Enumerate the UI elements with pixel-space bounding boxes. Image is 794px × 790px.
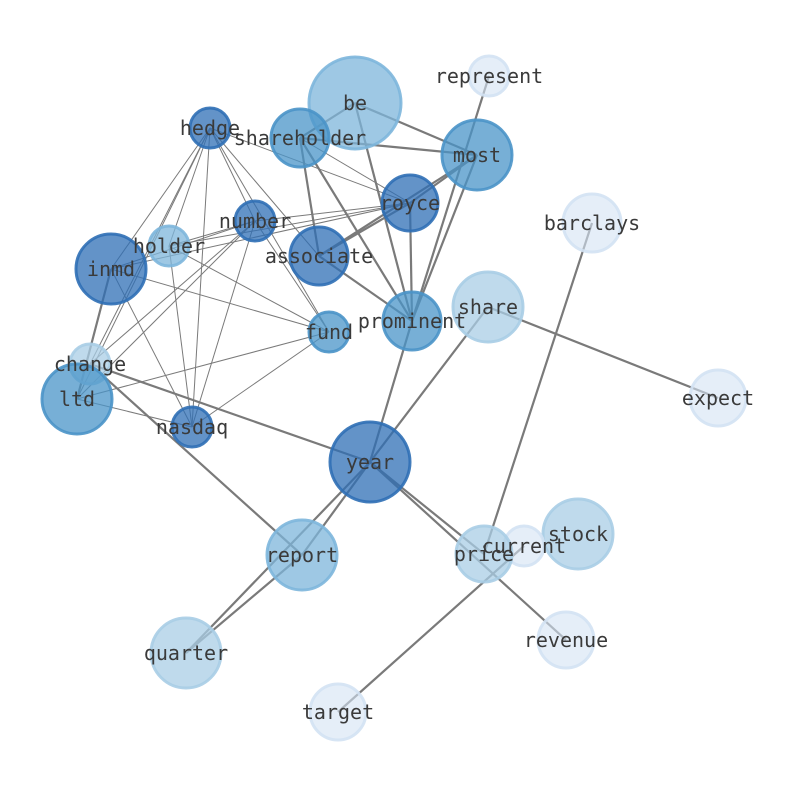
node-label-barclays: barclays [544,211,640,235]
node-label-current: current [482,534,566,558]
edge-layer [75,75,719,713]
node-royce [380,173,440,233]
edge-change-report [89,363,303,556]
node-year [328,420,412,504]
node-label-shareholder: shareholder [234,126,366,150]
node-label-fund: fund [305,320,353,344]
edge-number-fund [254,220,330,333]
edge-barclays-price [482,222,594,555]
node-revenue [536,610,596,670]
node-label-number: number [219,209,291,233]
node-label-ltd: ltd [59,387,95,411]
node-label-represent: represent [435,64,543,88]
node-label-nasdaq: nasdaq [156,415,228,439]
node-nasdaq [170,405,214,449]
node-label-quarter: quarter [144,641,228,665]
node-number [233,199,277,243]
node-share [451,270,525,344]
edge-fund-nasdaq [191,331,330,428]
edge-represent-prominent [410,75,491,322]
node-target [308,682,368,742]
node-label-prominent: prominent [358,309,466,333]
node-holder [147,224,191,268]
edge-inmd-fund [110,268,330,333]
edge-holder-nasdaq [168,245,193,428]
node-label-be: be [343,91,367,115]
node-ltd [40,362,114,436]
node-stock [541,497,615,571]
node-associate [288,225,350,287]
node-label-change: change [54,352,126,376]
node-label-year: year [346,450,394,474]
edge-hedge-nasdaq [191,127,211,428]
node-label-share: share [458,295,518,319]
edge-number-change [89,220,256,365]
node-prominent [381,290,443,352]
node-most [440,118,514,192]
node-fund [307,310,351,354]
node-label-holder: holder [133,234,205,258]
node-label-royce: royce [380,191,440,215]
edge-share-expect [487,305,719,400]
node-label-inmd: inmd [87,257,135,281]
node-represent [467,54,511,98]
node-price [454,524,514,584]
edge-number-nasdaq [191,220,256,428]
node-quarter [149,616,223,690]
node-barclays [561,192,623,254]
edge-change-year [89,362,371,464]
node-label-revenue: revenue [524,628,608,652]
edge-holder-fund [168,245,330,333]
node-label-price: price [454,542,514,566]
edge-holder-royce [168,202,411,247]
node-layer [40,54,748,742]
node-inmd [74,232,148,306]
node-hedge [188,106,232,150]
edge-fund-ltd [76,331,330,400]
node-label-expect: expect [682,386,754,410]
node-shareholder [269,107,331,169]
node-expect [688,368,748,428]
node-label-stock: stock [548,522,608,546]
label-layer: berepresenthedgeshareholdermostroycenumb… [54,64,754,724]
node-label-most: most [453,143,501,167]
node-label-report: report [266,543,338,567]
node-label-target: target [302,700,374,724]
node-be [307,55,403,151]
node-label-hedge: hedge [180,116,240,140]
node-label-associate: associate [265,244,373,268]
node-report [265,518,339,592]
